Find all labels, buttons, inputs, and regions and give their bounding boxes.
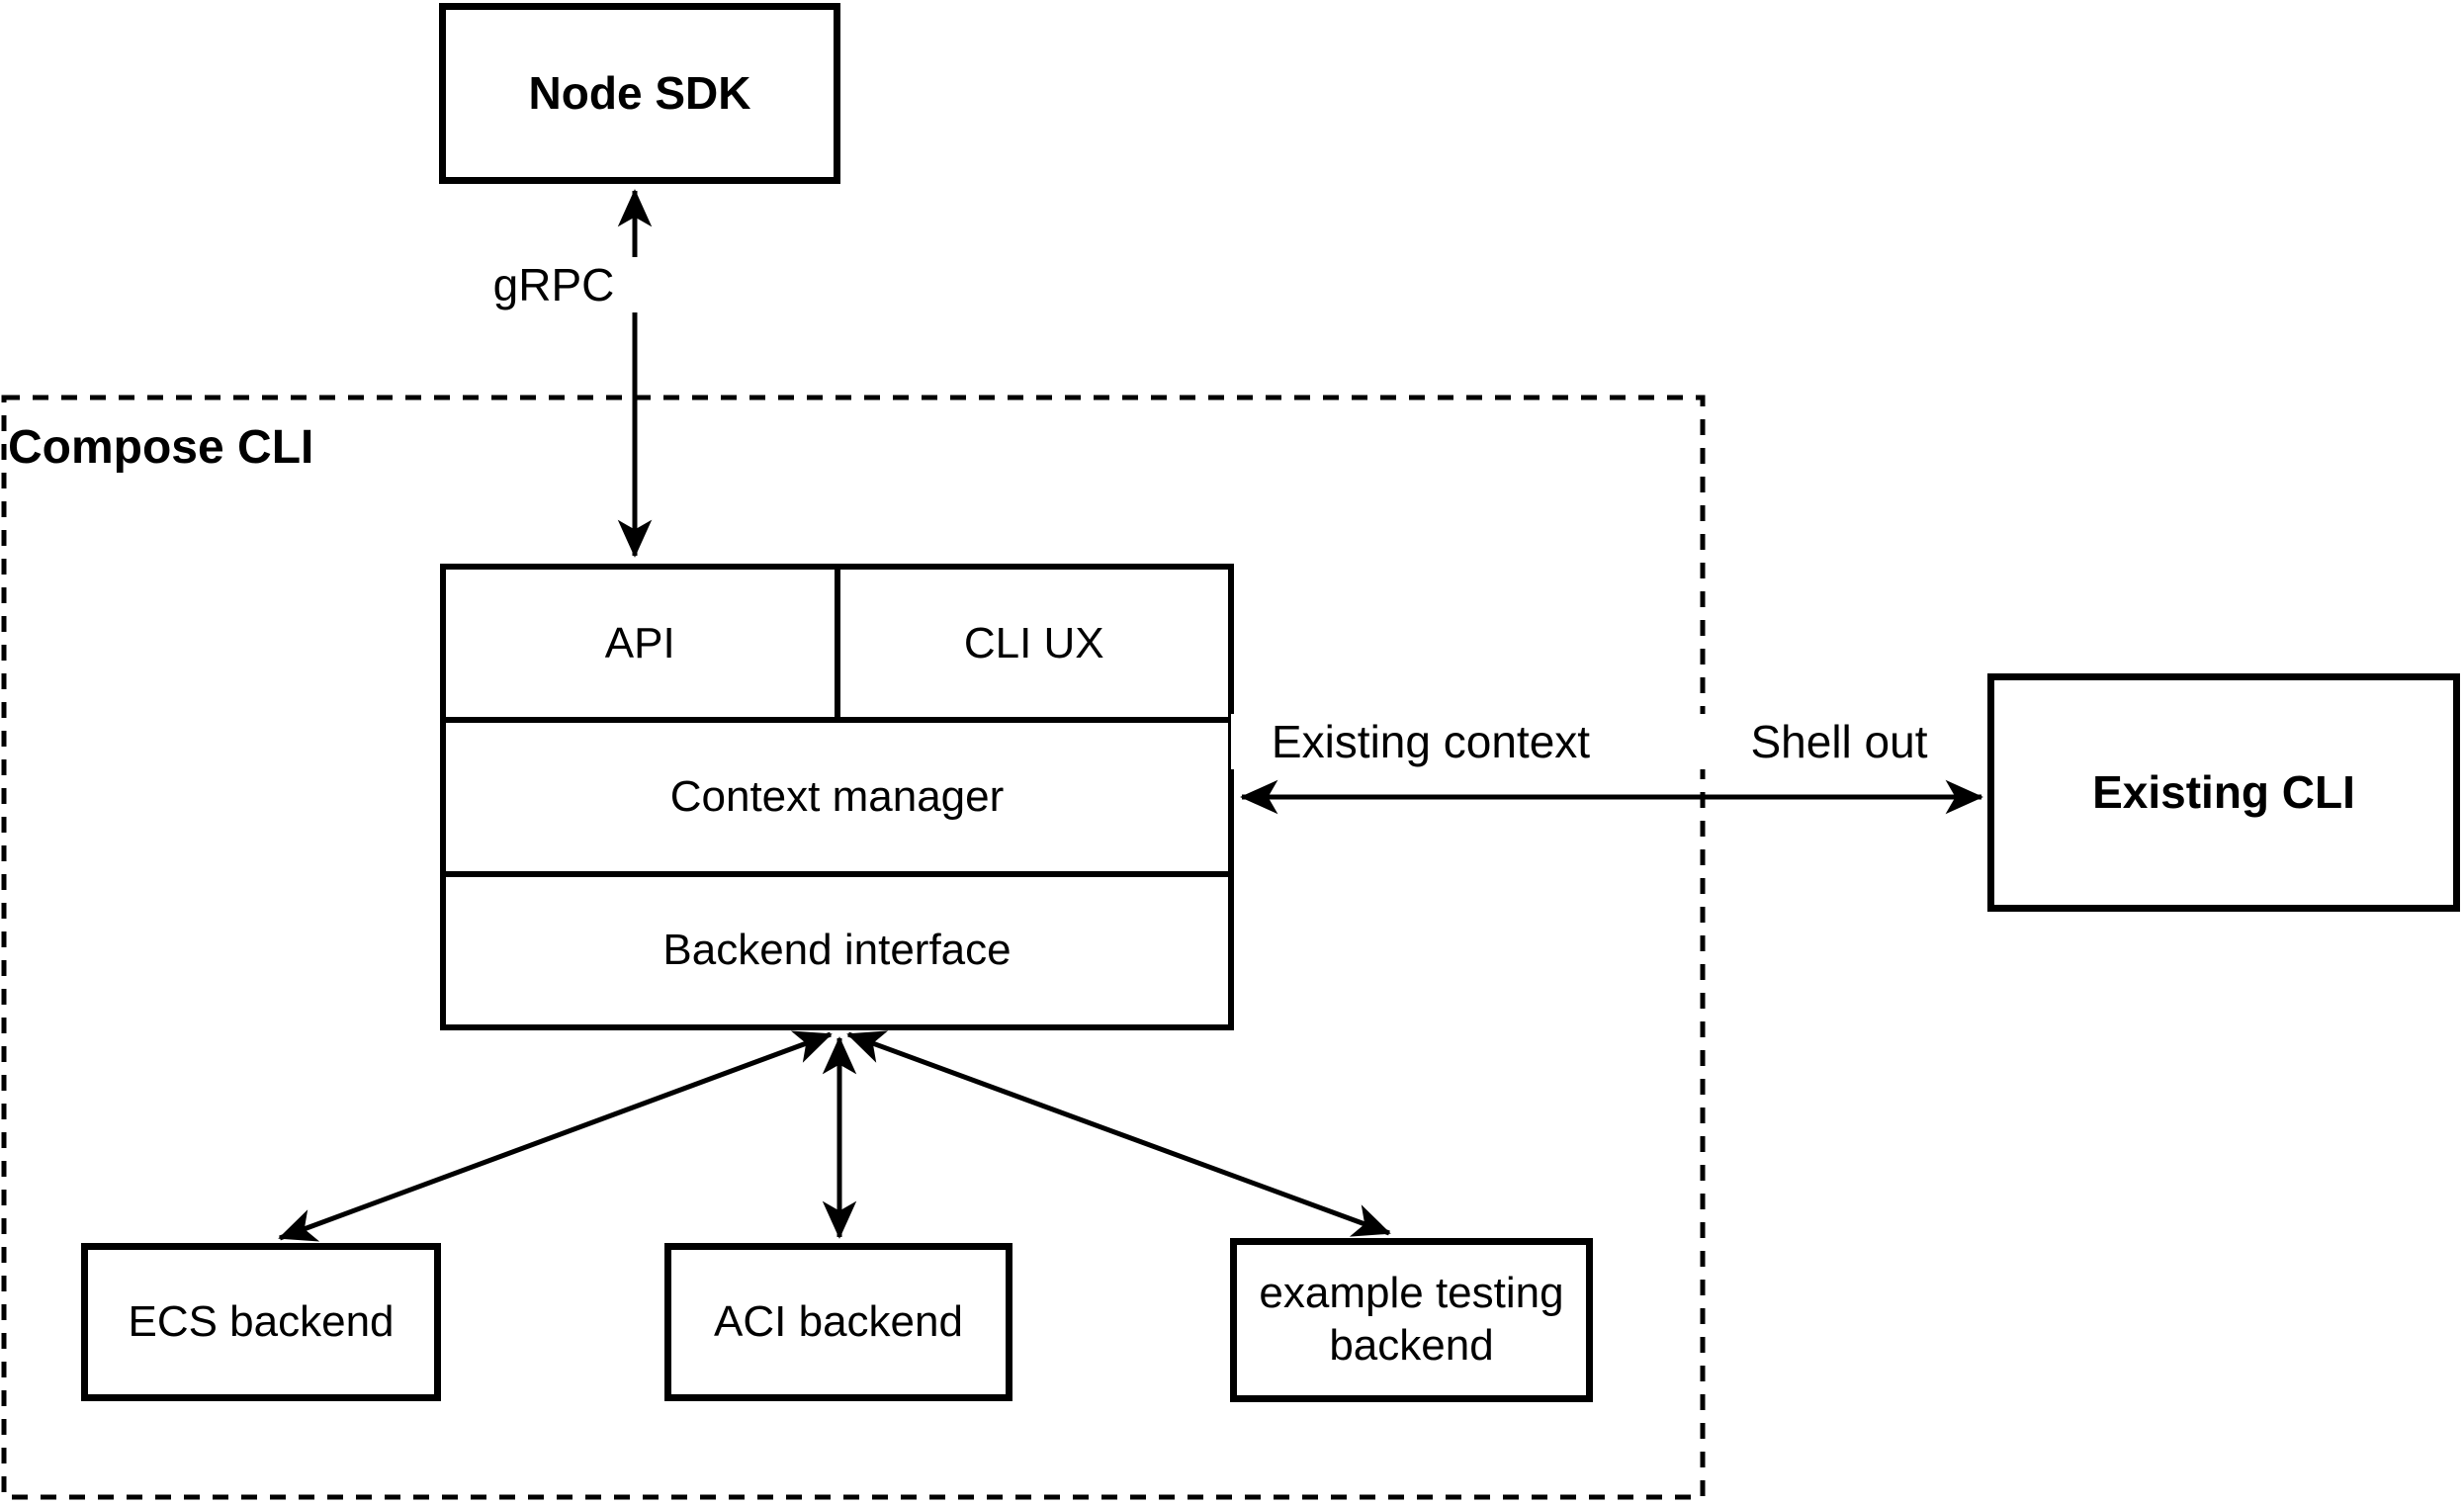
cli-ux-box: CLI UX (834, 570, 1229, 718)
grpc-edge-label: gRPC (450, 257, 658, 312)
example-backend-arrow (846, 1030, 1391, 1237)
shell-out-edge-label: Shell out (1671, 714, 2007, 769)
ecs-backend-arrow (278, 1030, 833, 1242)
aci-backend-box: ACI backend (664, 1243, 1012, 1401)
backend-interface-label: Backend interface (662, 926, 1012, 975)
example-testing-backend-box: example testing backend (1230, 1238, 1593, 1402)
context-manager-label: Context manager (669, 771, 1005, 821)
backend-interface-box: Backend interface (446, 870, 1228, 1024)
aci-backend-label: ACI backend (714, 1296, 963, 1346)
node-sdk-label: Node SDK (528, 66, 751, 119)
compose-cli-container-label: Compose CLI (8, 420, 314, 474)
cli-ux-label: CLI UX (963, 618, 1104, 667)
existing-context-edge-label: Existing context (1231, 714, 1630, 769)
example-testing-backend-label: example testing backend (1259, 1269, 1564, 1370)
existing-cli-label: Existing CLI (2092, 765, 2355, 818)
ecs-backend-box: ECS backend (81, 1243, 441, 1401)
api-cliux-row: API CLI UX (446, 570, 1229, 718)
context-manager-cell: Context manager (446, 723, 1228, 870)
existing-cli-box: Existing CLI (1987, 673, 2460, 912)
compose-cli-core-box: API CLI UX Context manager Backend inter… (440, 564, 1234, 1030)
compose-cli-container-border (1, 395, 1706, 1500)
context-manager-box: Context manager (446, 717, 1228, 870)
ecs-backend-label: ECS backend (128, 1296, 395, 1346)
backend-interface-cell: Backend interface (446, 877, 1228, 1024)
node-sdk-box: Node SDK (439, 3, 840, 184)
api-box: API (446, 570, 835, 717)
api-label: API (604, 618, 675, 667)
